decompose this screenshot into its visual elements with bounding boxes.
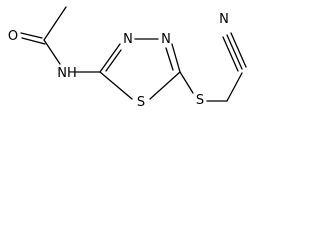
ring-nitrogen-label: N [123, 32, 133, 47]
carbonyl-double-bond-2 [21, 37, 46, 45]
ring-n4-c5-double-bond-inner [165, 47, 174, 71]
thioether-sulfur-label: S [196, 93, 204, 108]
ch2-nitrile-carbon-bond [226, 72, 243, 102]
nitrile-triple-bond-2 [226, 34, 243, 70]
nitrile-triple-bond-1 [222, 36, 239, 72]
ring-sulfur-label: S [137, 95, 145, 110]
carbonyl-double-bond-1 [20, 32, 43, 39]
ring-nitrogen-label: N [161, 32, 171, 47]
nitrile-nitrogen-label: N [219, 12, 229, 27]
ring-c2-n3-double-bond-outer [99, 43, 121, 73]
ring-n4-c5-double-bond-outer [171, 43, 181, 73]
amide-nitrogen-label: NH [57, 66, 77, 81]
ring-c5-thioether-bond [179, 71, 194, 94]
ring-c2-n3-double-bond-inner [105, 49, 122, 72]
carbonyl-amide-bond [43, 39, 61, 65]
methyl-carbonyl-bond [43, 6, 67, 41]
ring-c5-s1-bond [149, 71, 181, 100]
nitrile-triple-bond-3 [230, 32, 247, 68]
chemical-structure: O NH N N S S N [8, 6, 247, 110]
ring-s1-c2-bond [99, 71, 133, 100]
oxygen-label: O [8, 29, 18, 44]
